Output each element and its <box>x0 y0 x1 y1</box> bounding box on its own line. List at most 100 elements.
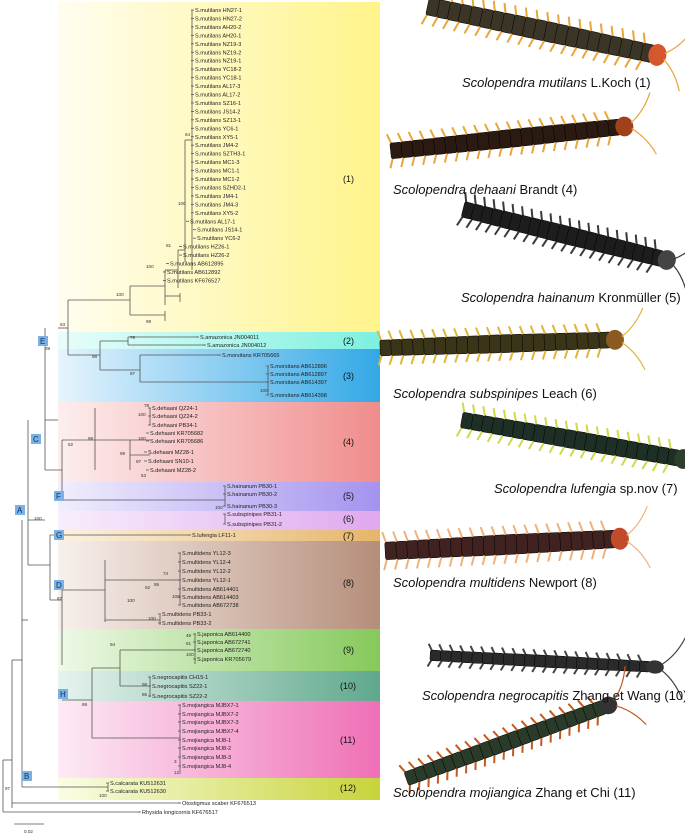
leaf-label: S.mutilans YC6-1 <box>195 126 238 132</box>
svg-text:B: B <box>24 772 29 781</box>
svg-text:H: H <box>60 690 66 699</box>
bootstrap-value: 100 <box>146 264 154 269</box>
clade-band-8 <box>58 541 380 629</box>
bootstrap-value: 78 <box>144 403 150 408</box>
leaf-stubs <box>106 9 269 813</box>
leaf-label: S.multidens PB33-2 <box>162 621 211 627</box>
leaf-label: S.mutilans SZ16-1 <box>195 101 241 107</box>
leaf-label: S.mojiangica MJ8-2 <box>182 746 231 752</box>
leaf-label: S.mutilans JM4-3 <box>195 202 238 208</box>
bootstrap-value: 99 <box>88 436 94 441</box>
clade-label-4: (4) <box>343 437 354 447</box>
leaf-label: S.mutilans MC1-3 <box>195 160 239 166</box>
clade-numbers: (1) (2) (3) (4) (5) (6) (7) (8) (9) (10)… <box>340 174 356 793</box>
leaf-label: S.mutilans JS14-2 <box>195 109 240 115</box>
bootstrap-value: 97 <box>130 371 136 376</box>
leaf-label: S.mojiangica MJ8-3 <box>182 755 231 761</box>
leaf-label: S.morsitans AB612896 <box>270 364 327 370</box>
bootstrap-value: 64 <box>185 132 191 137</box>
node-G: G <box>54 530 64 540</box>
bootstrap-value: 39 <box>45 346 51 351</box>
svg-text:C: C <box>33 435 39 444</box>
node-B: B <box>22 771 32 781</box>
clade-band-4 <box>58 402 380 482</box>
svg-text:F: F <box>56 492 61 501</box>
leaf-label: S.mutilans YC18-2 <box>195 67 242 73</box>
node-A: A <box>15 505 25 515</box>
caption-hainanum: Scolopendra hainanum Kronmüller (5) <box>461 290 681 305</box>
leaf-label: S.mutilans SZTH3-1 <box>195 152 245 158</box>
node-D: D <box>54 580 64 590</box>
leaf-label: S.negrocapitis SZ22-1 <box>152 684 207 690</box>
leaf-label: S.lufengia LF11-1 <box>192 533 236 539</box>
bootstrap-value: 100 <box>138 412 146 417</box>
leaf-label: S.mutilans HZ26-2 <box>183 253 229 259</box>
centipede-photo <box>426 637 685 700</box>
leaf-label: S.dehaani MZ28-2 <box>150 468 196 474</box>
bootstrap-value: 53 <box>141 473 147 478</box>
leaf-label: S.mutilans AL17-2 <box>195 93 240 99</box>
clade-band-7 <box>58 530 380 541</box>
leaf-label: S.mutilans AH20-2 <box>195 25 241 31</box>
leaf-label: S.dehaani QZ24-2 <box>152 414 198 420</box>
leaf-label: S.mutilans XY5-2 <box>195 211 238 217</box>
svg-text:E: E <box>40 337 45 346</box>
scale-bar-label: 0.02 <box>24 829 33 834</box>
bootstrap-value: 99 <box>146 319 152 324</box>
bootstrap-value: 12 <box>174 770 180 775</box>
leaf-label: S.morsitans KR705665 <box>222 353 280 359</box>
leaf-label: S.japonica AB672741 <box>197 640 251 646</box>
clade-band-12 <box>58 778 380 800</box>
leaf-label: S.dehaani MZ28-1 <box>148 450 194 456</box>
leaf-label: S.subspinipes PB31-2 <box>227 522 282 528</box>
leaf-label: S.dehaani QZ24-1 <box>152 406 198 412</box>
bootstrap-value: 100 <box>127 598 135 603</box>
svg-text:D: D <box>56 581 62 590</box>
leaf-label: S.hainanum PB30-1 <box>227 484 277 490</box>
leaf-label: S.mutilans AB612895 <box>170 262 224 268</box>
clade-label-2: (2) <box>343 336 354 346</box>
leaf-label: S.subspinipes PB31-1 <box>227 512 282 518</box>
svg-text:A: A <box>17 506 23 515</box>
centipede-photo <box>455 402 685 474</box>
leaf-label: S.multidens AB672738 <box>182 603 239 609</box>
caption-negrocapitis: Scolopendra negrocapitis Zhang et Wang (… <box>422 688 685 703</box>
leaf-label: S.morsitans AB614398 <box>270 393 327 399</box>
leaf-label: S.mojiangica MJBX7-3 <box>182 720 239 726</box>
leaf-label: Otostigmus scaber KF676513 <box>182 801 256 807</box>
leaf-label: S.mojiangica MJBX7-1 <box>182 703 239 709</box>
bootstrap-value: 63 <box>60 322 66 327</box>
leaf-label: Rhysida longicornis KF676517 <box>142 810 218 816</box>
clade-band-10 <box>58 671 380 701</box>
leaf-label: S.mutilans HZ26-1 <box>183 245 229 251</box>
leaf-label: S.mutilans NZ19-2 <box>195 50 241 56</box>
clade-label-10: (10) <box>340 681 356 691</box>
leaf-label: S.mutilans NZ19-3 <box>195 42 241 48</box>
bootstrap-value: 100 <box>215 505 223 510</box>
leaf-label: S.mutilans AH20-1 <box>195 33 241 39</box>
leaf-label: S.mutilans JM4-1 <box>195 194 238 200</box>
leaf-label: S.mutilans AL17-3 <box>195 84 240 90</box>
leaf-label: S.mutilans KF676527 <box>167 278 220 284</box>
node-C: C <box>31 434 41 444</box>
bootstrap-value: 49 <box>186 633 192 638</box>
clade-band-5 <box>58 482 380 511</box>
bootstrap-value: 3 <box>174 759 177 764</box>
leaf-label: S.mojiangica MJBX7-4 <box>182 729 239 735</box>
bootstrap-value: 97 <box>5 786 11 791</box>
leaf-label: S.amazonica JN004012 <box>207 343 266 349</box>
caption-dehaani: Scolopendra dehaani Brandt (4) <box>393 182 578 197</box>
clade-band-1 <box>58 2 380 332</box>
leaf-label: S.multidens AB614401 <box>182 587 239 593</box>
leaf-label: S.amazonica JN004011 <box>200 335 259 341</box>
bootstrap-value: 67 <box>57 596 63 601</box>
leaf-label: S.mutilans YC18-1 <box>195 76 242 82</box>
bootstrap-value: 100 <box>116 292 124 297</box>
leaf-label: S.mutilans SZHD2-1 <box>195 185 246 191</box>
leaf-label: S.morsitans AB614397 <box>270 380 327 386</box>
clade-band-9 <box>58 629 380 671</box>
leaf-label: S.multidens YL12-2 <box>182 569 231 575</box>
svg-text:G: G <box>56 531 62 540</box>
leaf-label: S.dehaani KR705682 <box>150 431 203 437</box>
